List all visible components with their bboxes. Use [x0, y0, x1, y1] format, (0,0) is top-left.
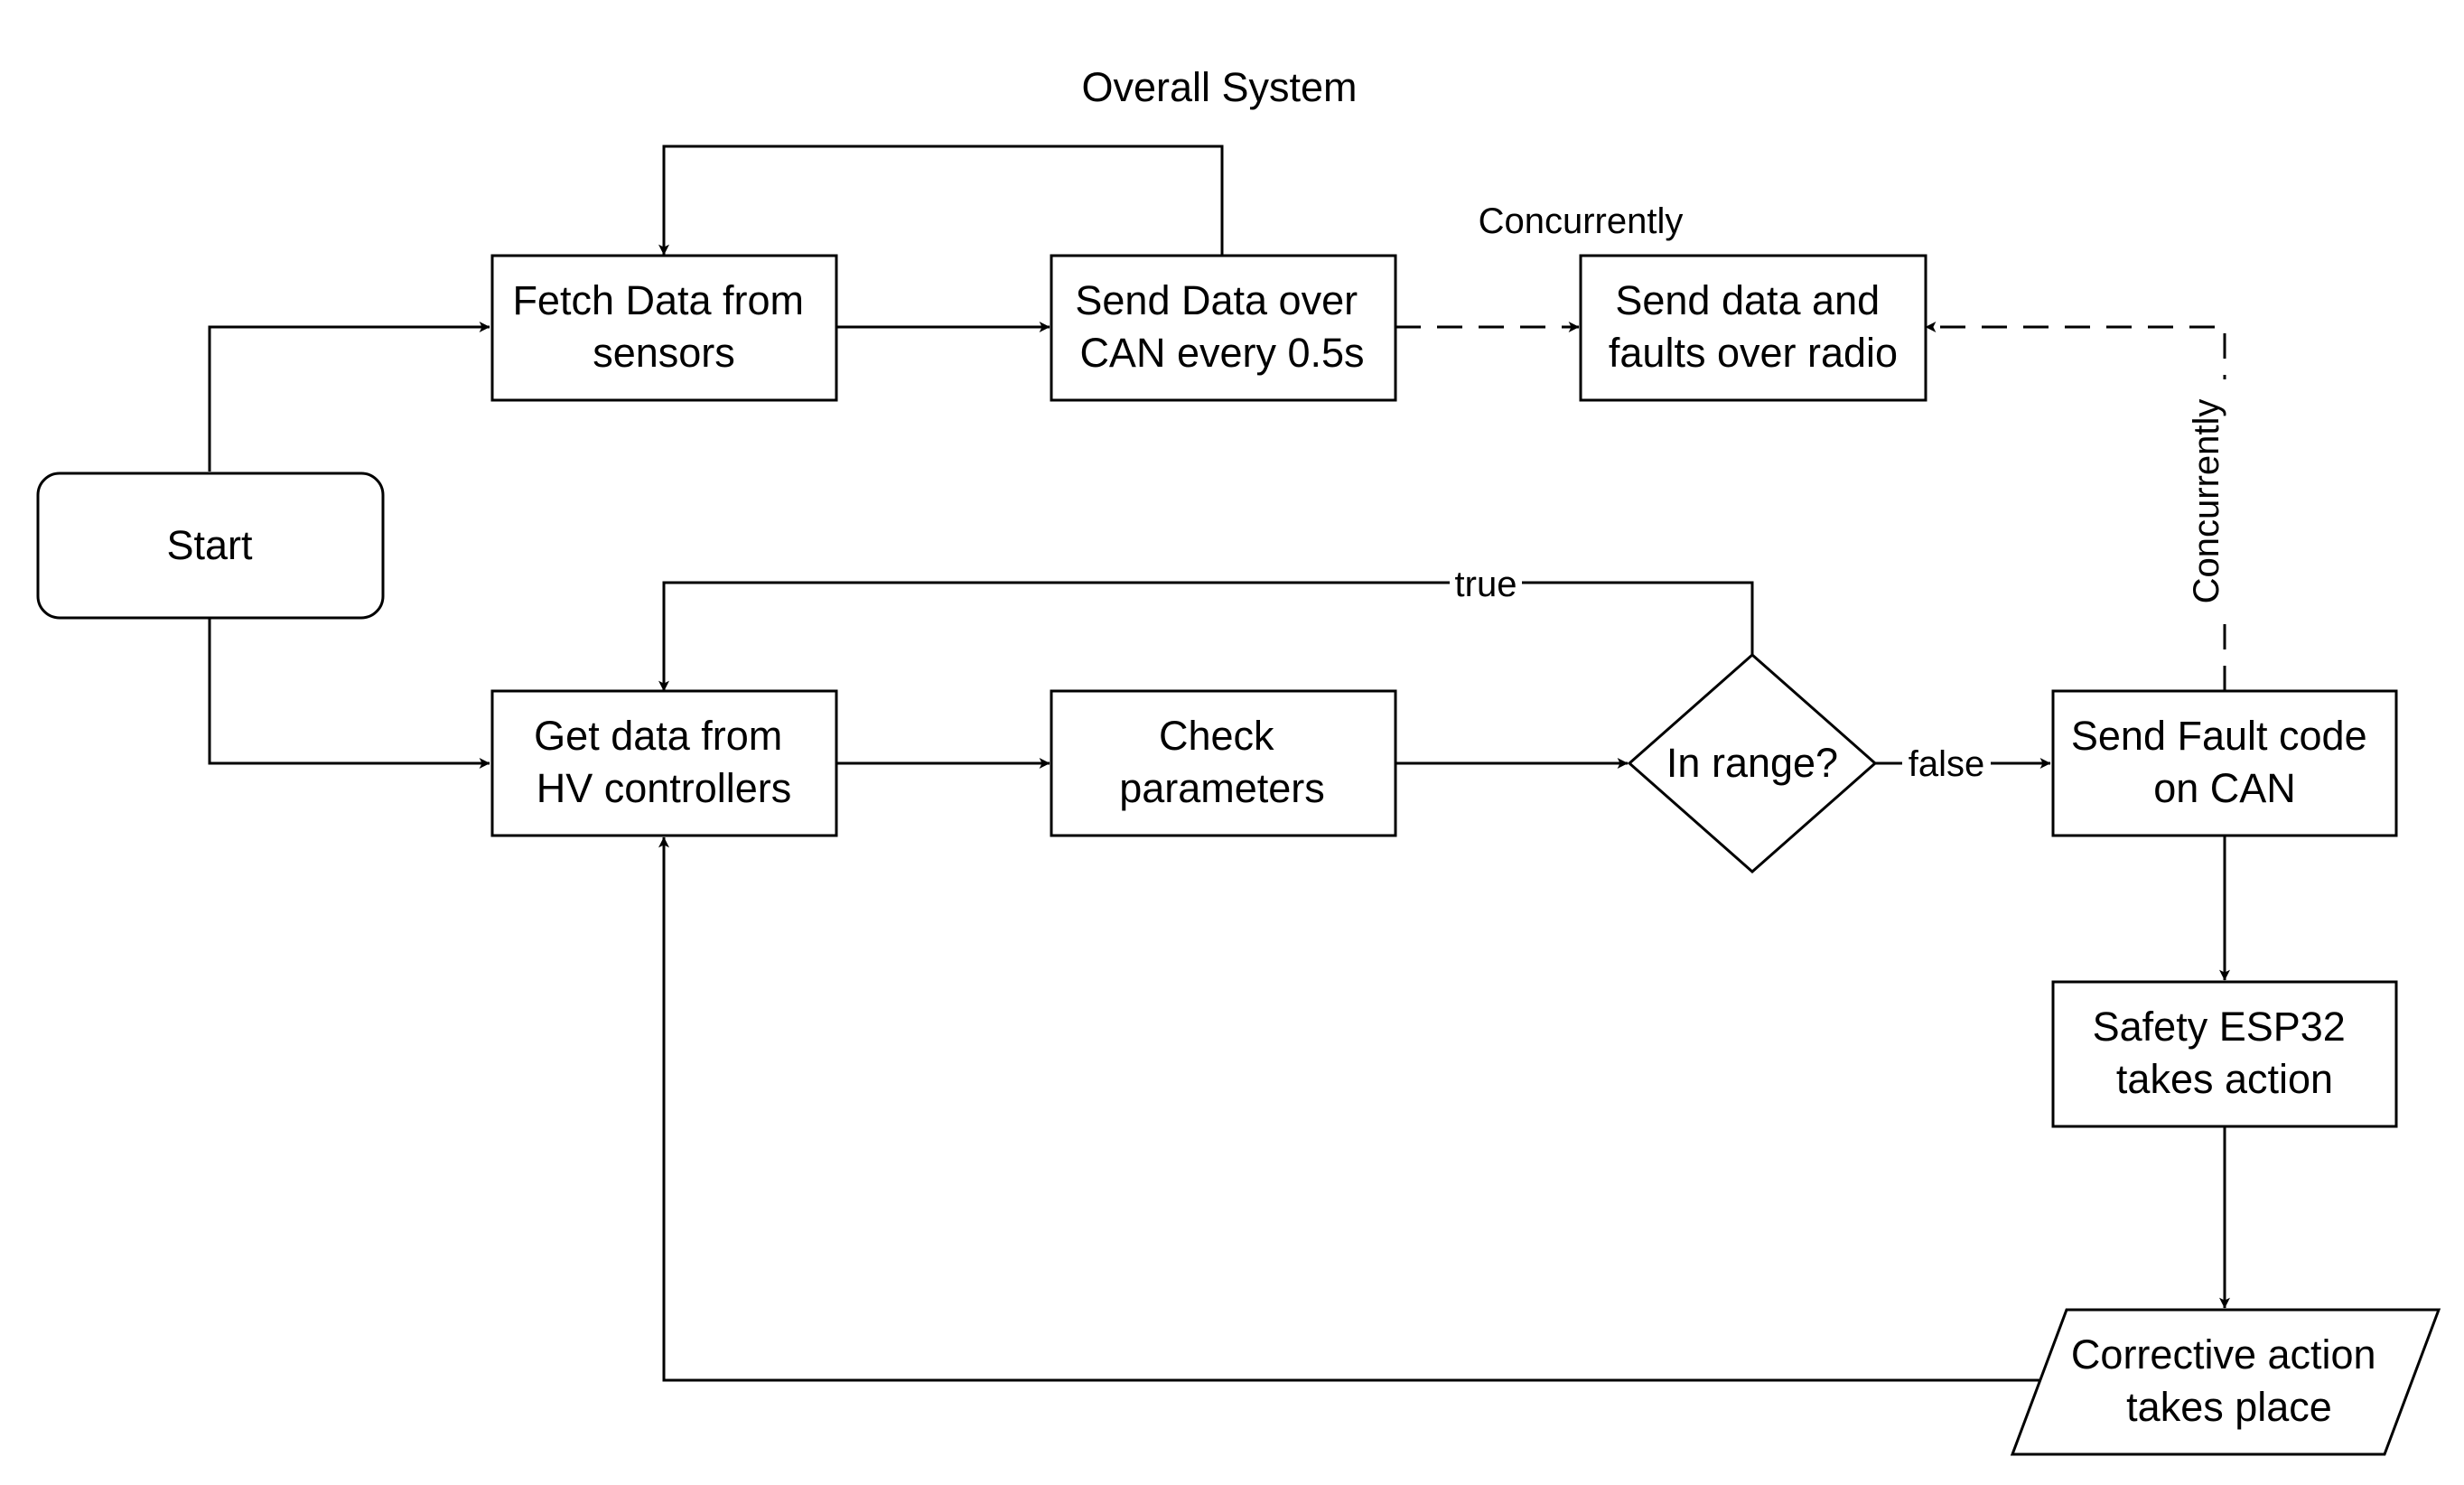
- node-start-label: Start: [166, 522, 253, 568]
- node-send-radio-line2: faults over radio: [1609, 330, 1898, 376]
- node-send-fault-line1: Send Fault code: [2071, 713, 2367, 759]
- edge-fault-to-radio: [1925, 322, 2226, 691]
- edge-labels: Concurrently true false Concurrently: [1450, 201, 2231, 784]
- svg-text:Send data and faults ove: Send data and faults over radio: [1609, 277, 1898, 376]
- edge-start-to-get-hv: [208, 619, 490, 769]
- node-send-can-line1: Send Data over: [1075, 277, 1358, 323]
- node-fetch-sensors-line2: sensors: [593, 330, 735, 376]
- true-label-bg: [1450, 565, 1522, 602]
- node-send-can-line2: CAN every 0.5s: [1079, 330, 1364, 376]
- node-send-radio-line1: Send data and: [1615, 277, 1880, 323]
- edge-label-concurrently-side: Concurrently: [2187, 399, 2226, 604]
- svg-text:Safety ESP32 takes actio: Safety ESP32 takes action: [2093, 1004, 2357, 1102]
- edge-in-range-true-to-get-hv: [658, 581, 1754, 692]
- svg-text:Check parameters: Check parameters: [1119, 713, 1325, 811]
- node-get-hv: Get data from HV controllers: [490, 689, 838, 837]
- node-corrective-action-line1: Corrective action: [2071, 1331, 2376, 1378]
- false-label-bg: [1902, 742, 1991, 784]
- node-get-hv-line2: HV controllers: [537, 765, 792, 811]
- node-fetch-sensors: Fetch Data from sensors: [490, 254, 838, 402]
- node-in-range: In range?: [1627, 652, 1878, 874]
- edges: [208, 145, 2230, 1382]
- edge-send-can-loop-to-fetch: [658, 145, 1224, 256]
- node-corrective-action: Corrective action takes place: [2010, 1308, 2441, 1456]
- node-in-range-label: In range?: [1666, 740, 1838, 786]
- node-send-fault: Send Fault code on CAN: [2051, 689, 2398, 837]
- node-get-hv-line1: Get data from: [534, 713, 782, 759]
- node-start: Start: [36, 472, 385, 620]
- node-safety-esp32: Safety ESP32 takes action: [2051, 980, 2398, 1128]
- node-check-params-line2: parameters: [1119, 765, 1325, 811]
- svg-text:In range?: In range?: [1666, 740, 1838, 786]
- node-send-radio: Send data and faults over radio: [1579, 254, 1927, 402]
- node-check-params: Check parameters: [1050, 689, 1397, 837]
- edge-corrective-to-get-hv: [658, 836, 2050, 1382]
- edge-start-to-fetch: [208, 322, 490, 472]
- node-corrective-action-line2: takes place: [2126, 1384, 2332, 1430]
- node-send-fault-line2: on CAN: [2153, 765, 2296, 811]
- node-send-can: Send Data over CAN every 0.5s: [1050, 254, 1397, 402]
- edge-label-true: true: [1455, 565, 1517, 604]
- diagram-title: Overall System: [1081, 64, 1357, 110]
- edge-label-concurrently-top: Concurrently: [1479, 201, 1684, 241]
- svg-text:Get data from HV control: Get data from HV controllers: [534, 713, 794, 811]
- node-check-params-line1: Check: [1159, 713, 1274, 759]
- svg-text:Send Fault code on CAN: Send Fault code on CAN: [2071, 713, 2378, 811]
- svg-text:Send Data over CAN every: Send Data over CAN every 0.5s: [1075, 277, 1368, 376]
- node-safety-esp32-line1: Safety ESP32: [2093, 1004, 2346, 1050]
- node-fetch-sensors-line1: Fetch Data from: [512, 277, 804, 323]
- concurrently-side-bg: [2186, 379, 2231, 623]
- svg-text:Corrective action takes: Corrective action takes place: [2071, 1331, 2387, 1430]
- svg-text:Start: Start: [166, 522, 253, 568]
- node-safety-esp32-line2: takes action: [2116, 1056, 2333, 1102]
- svg-text:Fetch Data from sensors: Fetch Data from sensors: [512, 277, 815, 376]
- edge-label-false: false: [1909, 744, 1985, 784]
